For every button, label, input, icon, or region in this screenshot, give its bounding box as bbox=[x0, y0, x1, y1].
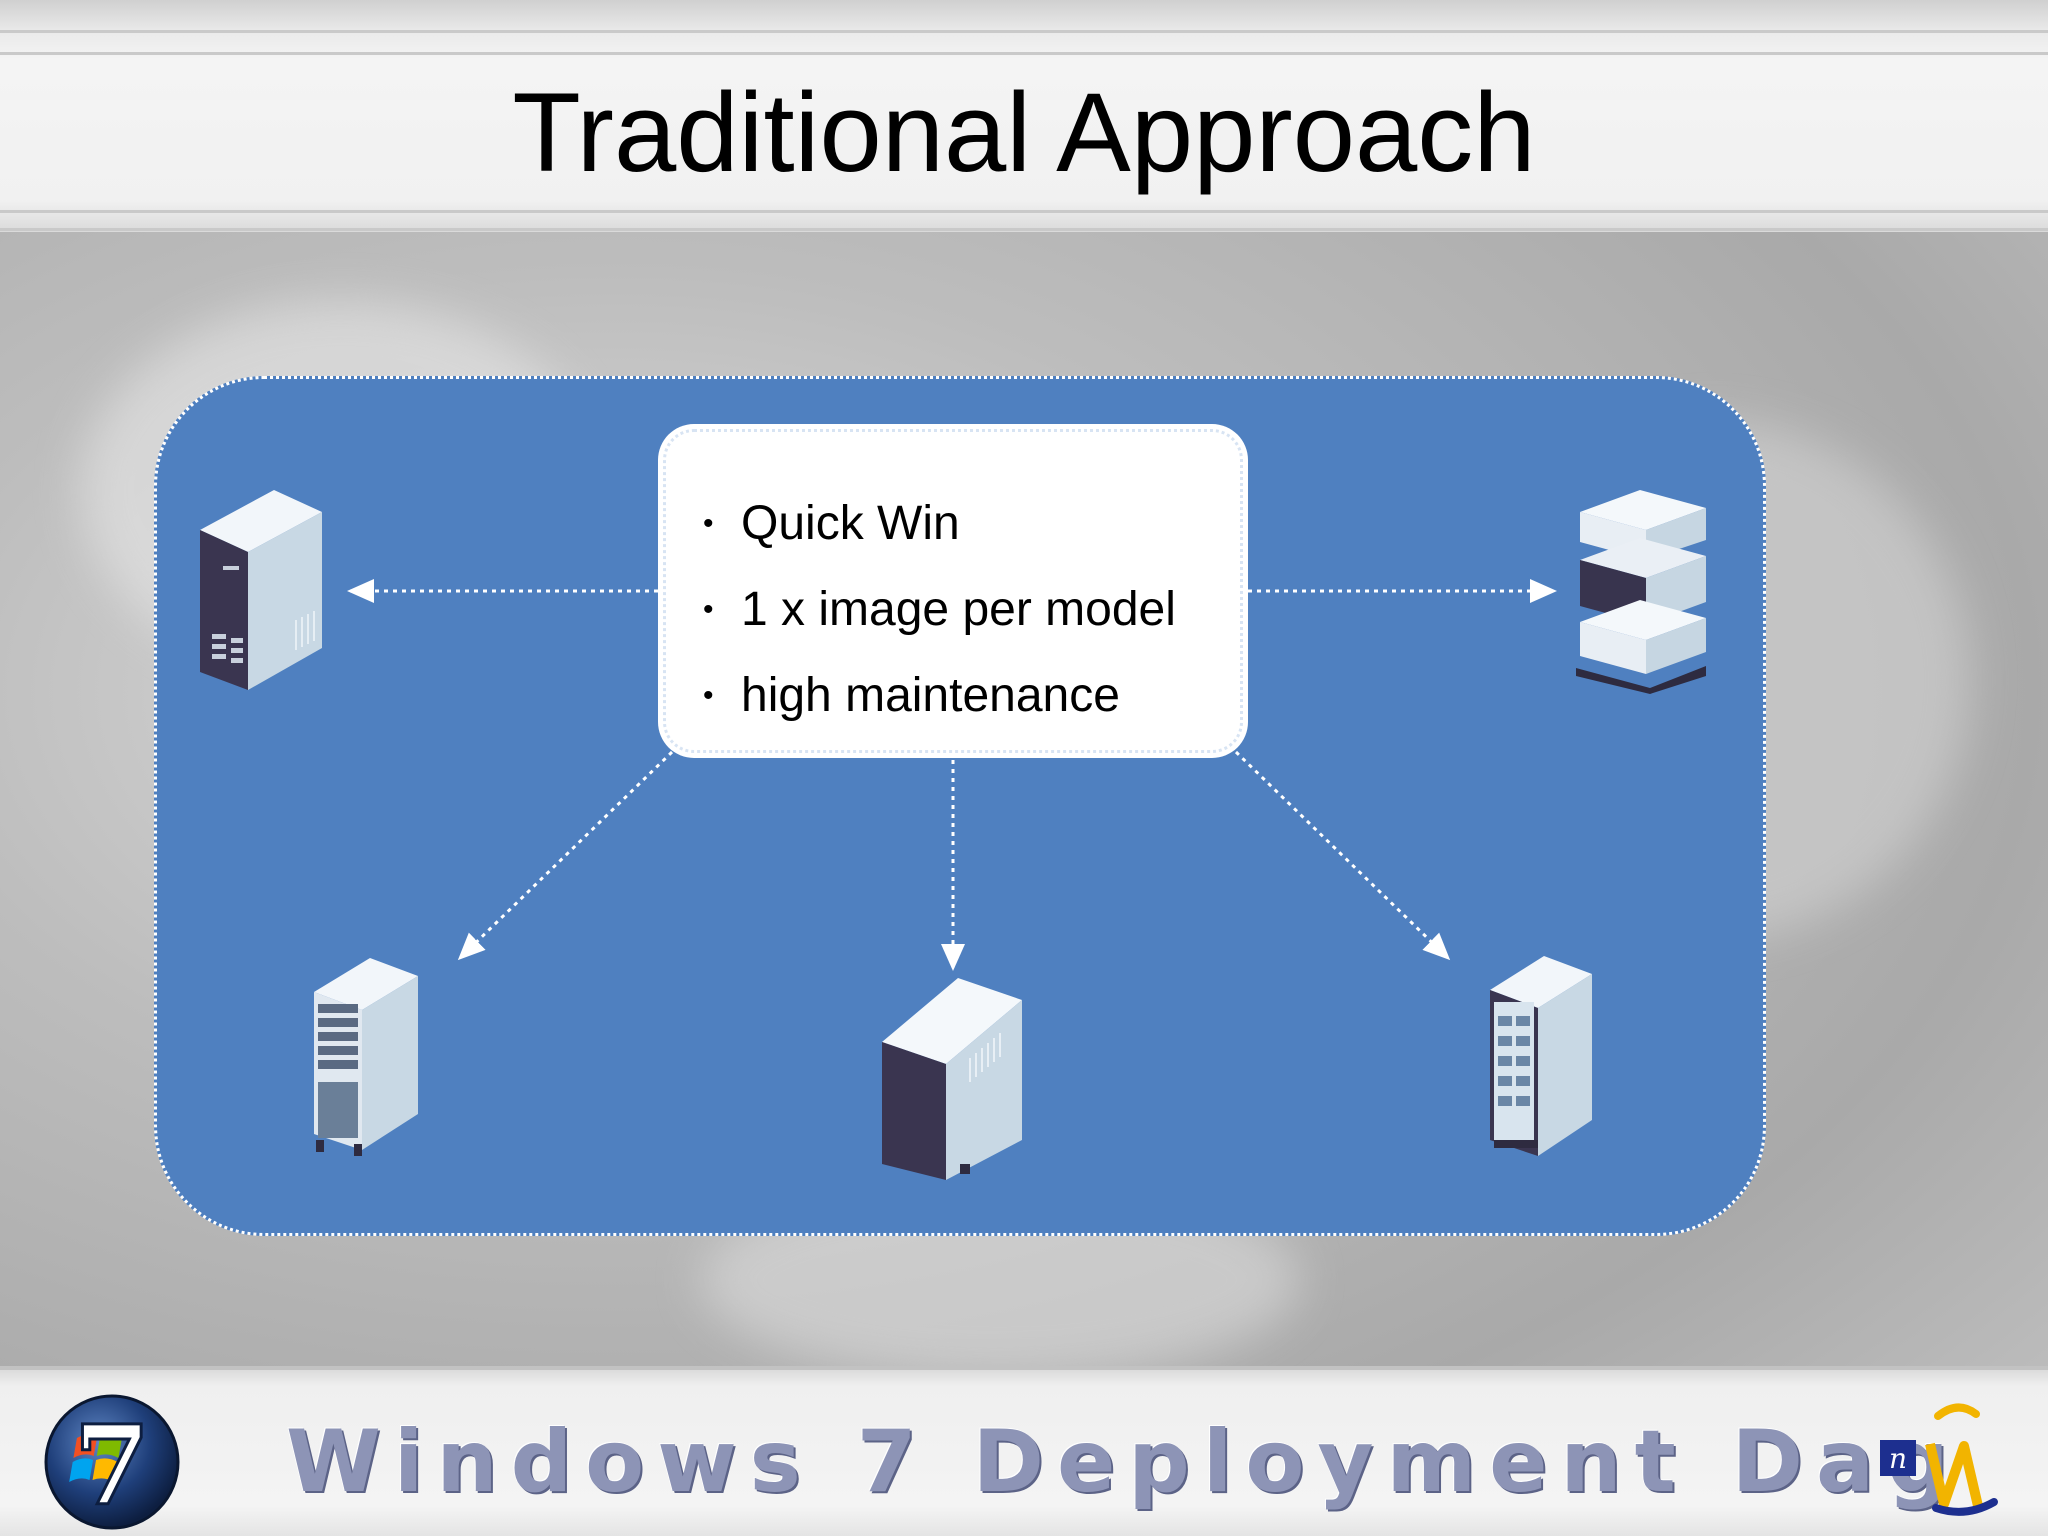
divider bbox=[0, 52, 2048, 55]
company-logo: n bbox=[1880, 1403, 1998, 1516]
divider bbox=[0, 228, 2048, 231]
list-item: • high maintenance bbox=[703, 653, 1245, 739]
windows-7-logo: 7 bbox=[44, 1394, 180, 1532]
bullet-icon: • bbox=[703, 679, 714, 712]
divider bbox=[0, 1366, 2048, 1370]
divider bbox=[0, 30, 2048, 33]
bullet-text: 1 x image per model bbox=[741, 583, 1176, 636]
list-item: • 1 x image per model bbox=[703, 567, 1245, 653]
cabinet-server-icon bbox=[1490, 956, 1592, 1156]
bullet-text: Quick Win bbox=[741, 497, 960, 550]
bullet-text: high maintenance bbox=[741, 669, 1120, 722]
divider bbox=[0, 210, 2048, 213]
connector-bottom-right bbox=[1234, 750, 1451, 961]
bullet-list: • Quick Win • 1 x image per model • high ma… bbox=[661, 427, 1245, 739]
bullet-icon: • bbox=[703, 507, 714, 540]
svg-text:7: 7 bbox=[74, 1401, 151, 1530]
footer-band bbox=[0, 1366, 2048, 1536]
bullet-icon: • bbox=[703, 593, 714, 626]
connector-bottom-left bbox=[457, 750, 674, 961]
footer-title: Windows 7 Deployment Dag bbox=[286, 1412, 1962, 1512]
title-band bbox=[0, 0, 2048, 232]
tower-server-icon bbox=[200, 490, 322, 690]
rack-server-icon bbox=[314, 958, 418, 1156]
list-item: • Quick Win bbox=[703, 481, 1245, 567]
cube-server-icon bbox=[882, 978, 1022, 1180]
slide-title: Traditional Approach bbox=[512, 70, 1536, 195]
callout-box: • Quick Win • 1 x image per model • high ma… bbox=[658, 424, 1248, 758]
stacked-server-icon bbox=[1576, 490, 1706, 694]
svg-text:n: n bbox=[1889, 1442, 1907, 1475]
